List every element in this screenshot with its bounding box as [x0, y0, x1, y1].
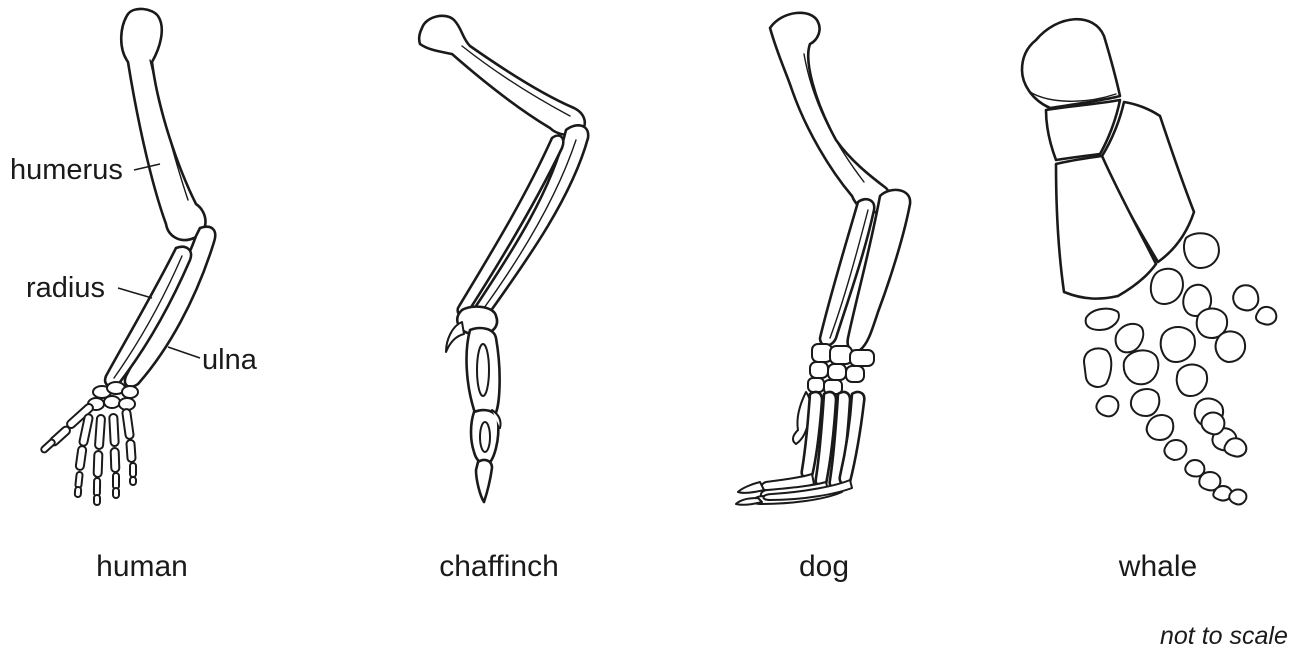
not-to-scale-note: not to scale [1160, 624, 1288, 649]
ulna-leader [168, 347, 200, 358]
chaffinch-digit-tip [476, 460, 492, 502]
caption-human: human [96, 552, 188, 582]
humerus-label: humerus [10, 156, 123, 185]
radius-label: radius [26, 274, 105, 303]
chaffinch-alula [446, 322, 464, 352]
whale-flipper [1022, 19, 1276, 504]
human-humerus [121, 9, 205, 240]
chaffinch-wing [419, 16, 588, 502]
dog-leg [736, 13, 910, 505]
whale-digit-1 [1084, 309, 1119, 417]
dog-carpals [808, 344, 874, 394]
caption-chaffinch: chaffinch [439, 552, 559, 582]
human-fingers [40, 402, 136, 505]
caption-whale: whale [1119, 552, 1197, 582]
dog-humerus [770, 13, 890, 212]
human-carpals [88, 382, 138, 410]
human-arm [40, 9, 215, 505]
ulna-label: ulna [202, 346, 257, 375]
caption-dog: dog [799, 552, 849, 582]
radius-leader [118, 288, 152, 298]
